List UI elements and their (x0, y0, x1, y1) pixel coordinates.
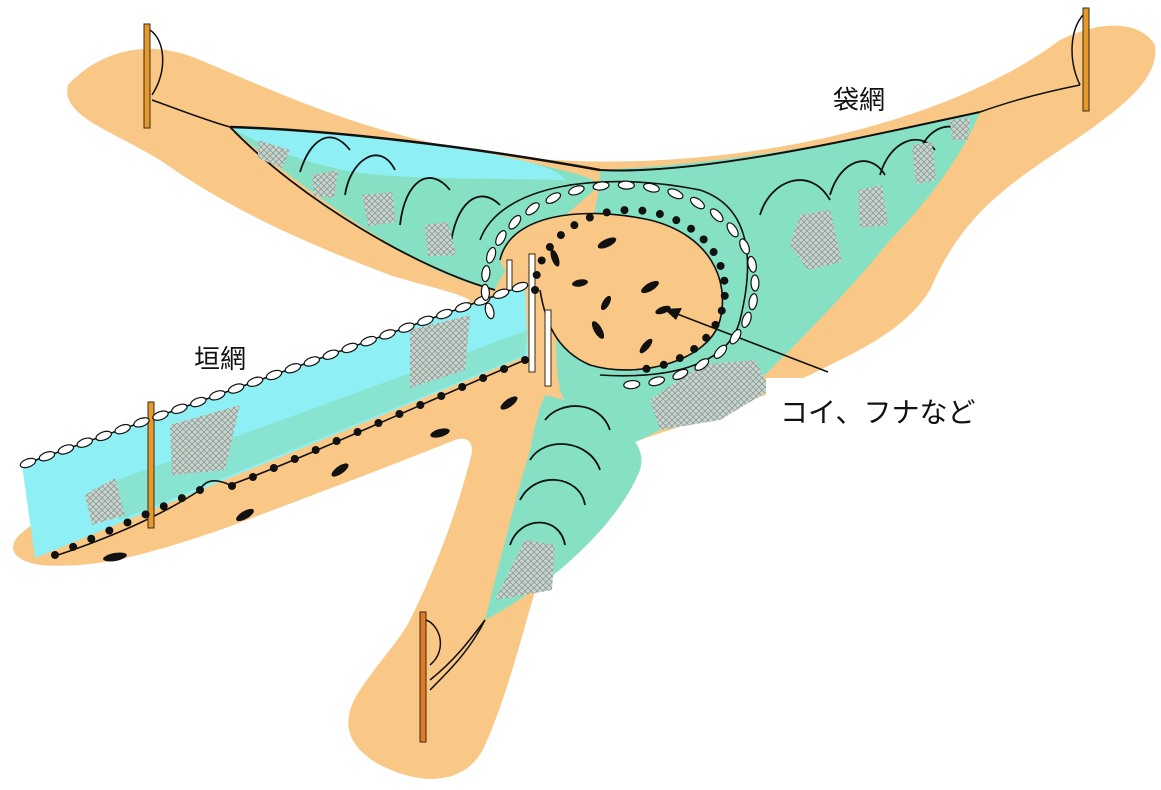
sinker (69, 543, 77, 551)
sinker (87, 535, 95, 543)
fish-label: コイ、フナなど (780, 399, 975, 427)
sinker (437, 392, 445, 400)
sinker (312, 446, 320, 454)
float (618, 181, 634, 190)
sinker (690, 345, 698, 353)
sinker (620, 206, 628, 214)
sinker (500, 365, 508, 373)
sinker (333, 437, 341, 445)
sinker (105, 527, 113, 535)
sinker (570, 221, 578, 229)
sinker (717, 262, 725, 270)
sinker (721, 292, 729, 300)
sinker (538, 256, 546, 264)
bag-net-label: 袋網 (833, 88, 885, 114)
sinker (676, 354, 684, 362)
sinker (354, 428, 362, 436)
sinker (720, 277, 728, 285)
sinker (710, 248, 718, 256)
sinker (270, 464, 278, 472)
sinker (521, 356, 529, 364)
sinker (142, 510, 150, 518)
sinker (124, 519, 132, 527)
sinker (660, 361, 668, 369)
sinker (479, 374, 487, 382)
sinker (546, 243, 554, 251)
sinker (249, 473, 257, 481)
sinker (642, 365, 650, 373)
sinker (700, 235, 708, 243)
sinker (702, 334, 710, 342)
sinker (712, 321, 720, 329)
sinker (531, 286, 539, 294)
sinker (586, 213, 594, 221)
sinker (687, 225, 695, 233)
sinker (656, 210, 664, 218)
sinker (395, 410, 403, 418)
sinker (416, 401, 424, 409)
sinker (291, 455, 299, 463)
float (751, 275, 759, 291)
sinker (375, 419, 383, 427)
sinker (603, 208, 611, 216)
sinker (718, 307, 726, 315)
sinker (557, 231, 565, 239)
sinker (638, 207, 646, 215)
sinker (196, 486, 204, 494)
sinker (178, 494, 186, 502)
sinker (228, 482, 236, 490)
sinker (458, 383, 466, 391)
sinker (533, 271, 541, 279)
sinker (160, 502, 168, 510)
sinker (672, 216, 680, 224)
fence-net-label: 垣網 (194, 347, 246, 373)
sinker (51, 551, 59, 559)
